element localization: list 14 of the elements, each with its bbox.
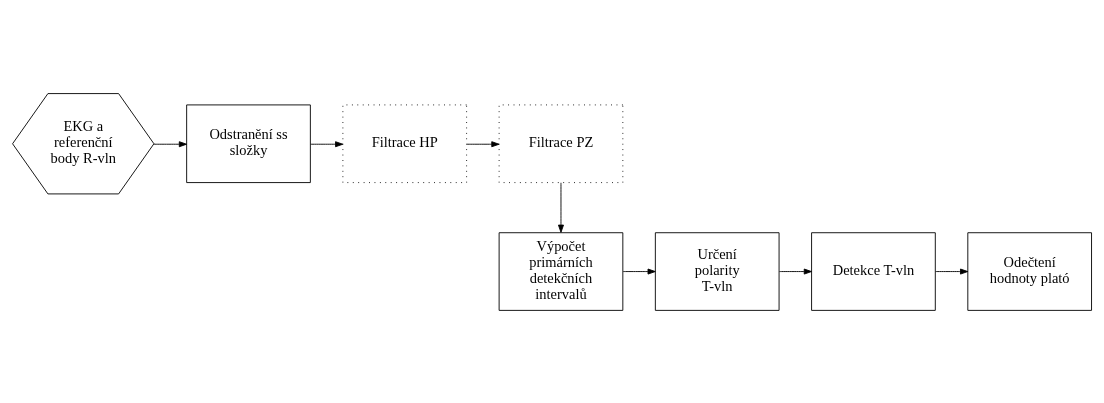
arrow bbox=[466, 140, 500, 147]
node-box: Výpočet primárních detekčních intervalů bbox=[498, 231, 624, 311]
node-box: Odečtení hodnoty plató bbox=[967, 231, 1092, 311]
arrow bbox=[935, 268, 969, 275]
arrow bbox=[310, 140, 344, 147]
arrow bbox=[622, 268, 656, 275]
node-box: Detekce T-vln bbox=[811, 231, 936, 311]
node-box: Filtrace PZ bbox=[498, 103, 624, 183]
arrow bbox=[153, 140, 187, 147]
node-box: Určení polarity T-vln bbox=[654, 231, 780, 311]
arrow bbox=[778, 268, 812, 275]
arrow bbox=[558, 181, 564, 233]
node-box: Filtrace HP bbox=[342, 103, 468, 183]
node-box: Odstranění ss složky bbox=[186, 103, 311, 183]
